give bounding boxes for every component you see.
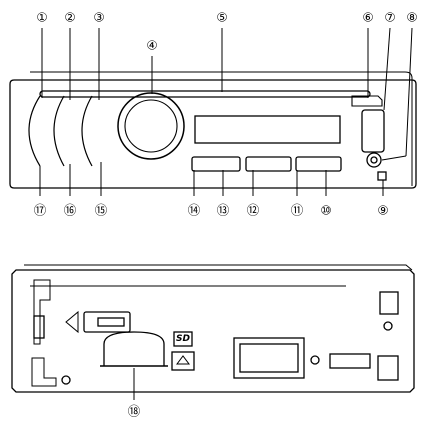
callout-11: ⑪ — [291, 203, 304, 218]
function-button — [361, 109, 385, 153]
callout-6: ⑥ — [362, 10, 373, 25]
front-panel — [9, 71, 417, 189]
key-slot — [83, 311, 131, 333]
sd-eject-arrow — [176, 355, 190, 365]
usb-port — [377, 171, 387, 181]
callout-12: ⑫ — [247, 203, 260, 218]
left-connector — [33, 315, 45, 339]
callout-2: ② — [64, 10, 75, 25]
callout-15: ⑮ — [95, 203, 108, 218]
preset-button-2 — [245, 156, 292, 172]
main-connector-inner — [239, 343, 299, 373]
callout-13: ⑬ — [217, 203, 230, 218]
disc-slot — [39, 90, 371, 98]
callout-7: ⑦ — [384, 10, 395, 25]
rear-panel-outline — [11, 269, 415, 393]
callout-9: ⑨ — [377, 203, 388, 218]
sd-logo: SD — [176, 334, 190, 344]
callout-8: ⑧ — [406, 10, 417, 25]
preset-button-3 — [295, 156, 342, 172]
right-upper-bracket — [379, 291, 399, 315]
antenna-connector — [329, 353, 371, 369]
callout-10: ⑩ — [320, 203, 331, 218]
bottom-callout: ⑱ — [128, 368, 141, 419]
callout-row-bottom: ⑰ ⑯ ⑮ ⑭ ⑬ ⑫ ⑪ ⑩ ⑨ — [34, 203, 389, 218]
front-panel-outline — [9, 79, 417, 189]
ground-screw — [310, 355, 320, 365]
aux-jack-inner — [370, 156, 378, 164]
key-slot-inner — [97, 317, 125, 327]
top-leaders — [39, 27, 413, 196]
left-button-1 — [28, 95, 41, 167]
release-button — [351, 95, 383, 107]
lower-left-screw — [61, 375, 71, 385]
sd-eject-icon — [171, 351, 195, 371]
front-panel-inner-bezel — [30, 71, 413, 186]
left-button-2 — [53, 95, 65, 167]
left-lower-bracket — [31, 357, 57, 387]
callout-16: ⑯ — [64, 203, 77, 218]
rear-panel — [11, 264, 415, 393]
left-button-3 — [81, 95, 93, 167]
sd-logo-box — [173, 331, 193, 347]
right-lower-bracket — [377, 355, 399, 381]
multi-control-knob-inner — [124, 99, 178, 153]
preset-button-1 — [191, 156, 241, 172]
key-slot-arrow — [65, 310, 79, 334]
right-upper-screw — [383, 321, 393, 331]
rear-panel-back-edge — [24, 264, 413, 271]
multi-control-knob — [117, 92, 185, 160]
callout-4: ④ — [146, 38, 157, 53]
main-connector-outer — [233, 337, 305, 379]
left-bracket — [33, 279, 51, 345]
callout-row-top: ① ② ③ ④ ⑤ ⑥ ⑦ ⑧ — [36, 10, 417, 53]
sd-logo-mark: SD — [176, 334, 190, 344]
callout-5: ⑤ — [216, 10, 227, 25]
display-window — [194, 115, 341, 144]
callout-1: ① — [36, 10, 47, 25]
sd-slot-cover — [103, 331, 165, 366]
callout-3: ③ — [93, 10, 104, 25]
callout-17: ⑰ — [34, 203, 47, 218]
callout-14: ⑭ — [188, 203, 201, 218]
aux-jack — [366, 152, 382, 168]
callout-18: ⑱ — [128, 404, 141, 419]
